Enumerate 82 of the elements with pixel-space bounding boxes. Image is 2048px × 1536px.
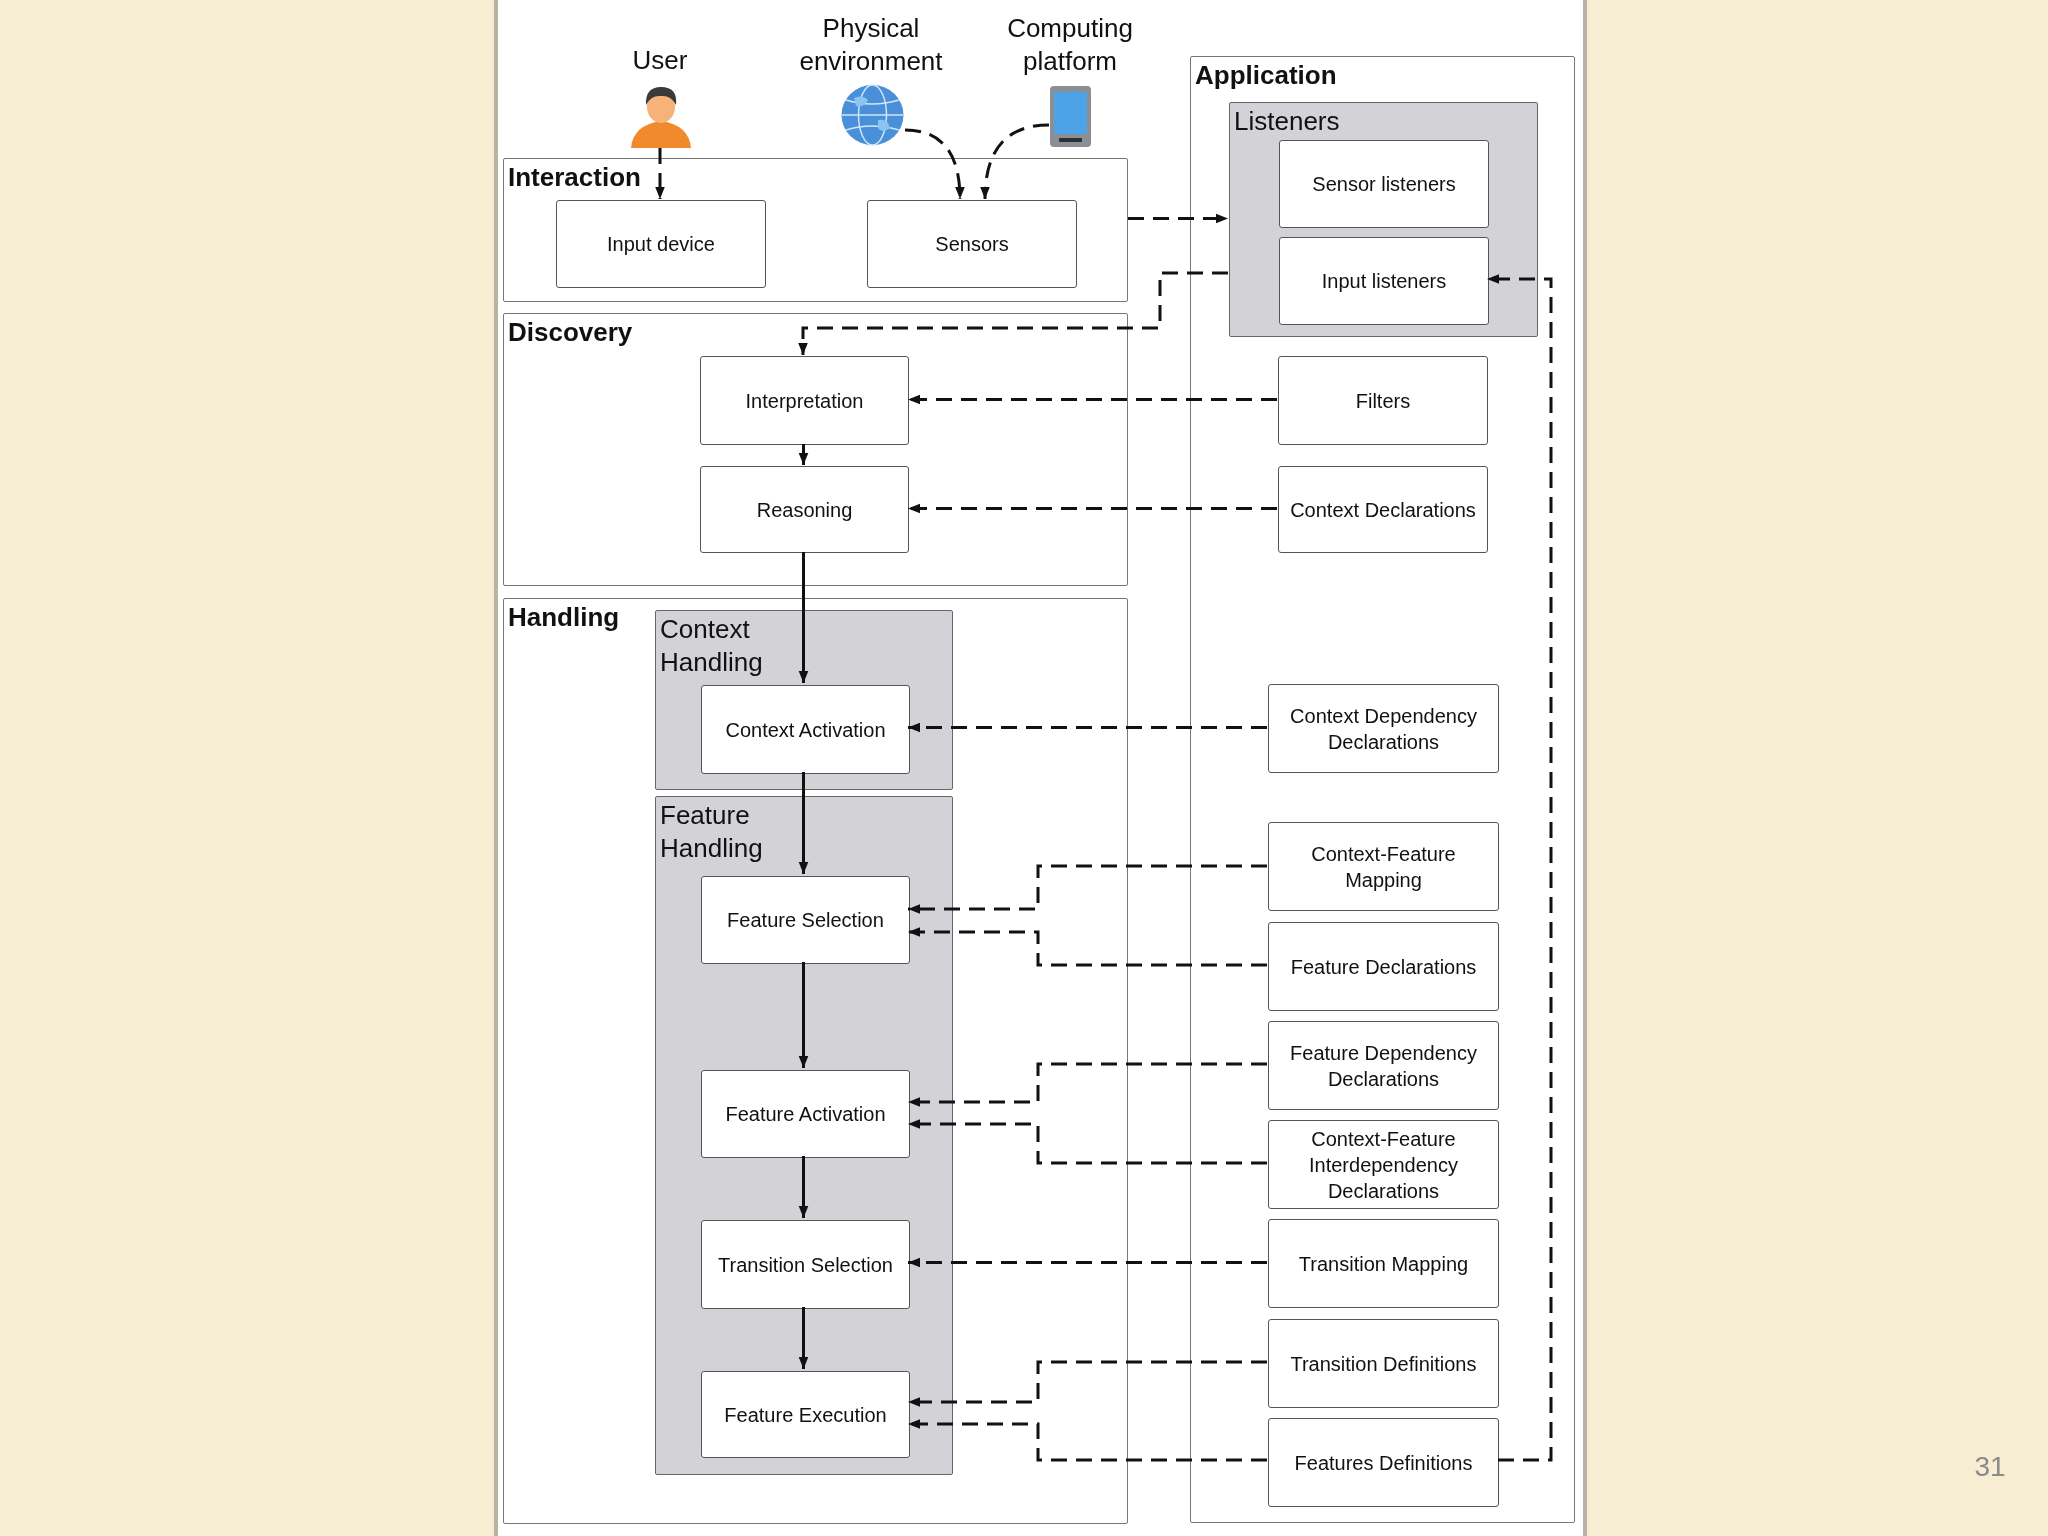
box-label: Transition Definitions [1290, 1351, 1477, 1377]
dashed-arrow [908, 1419, 1267, 1462]
group-heading: Feature Handling [660, 799, 764, 864]
box-label: Context Activation [725, 717, 886, 743]
box-label: Transition Selection [718, 1252, 893, 1278]
dashed-arrow [1128, 213, 1228, 224]
process-box [1268, 1219, 1499, 1308]
dashed-arrow [908, 1257, 1267, 1268]
arrow [798, 552, 809, 683]
box-label: Feature Declarations [1290, 954, 1477, 980]
group-panel [655, 610, 953, 790]
dashed-arrow [908, 722, 1267, 733]
group-heading: Discovery [508, 316, 633, 349]
group-panel [1229, 102, 1538, 337]
box-label: Feature Activation [725, 1102, 886, 1127]
dashed-arrow [908, 394, 1277, 405]
group-box [503, 158, 1128, 302]
page-number: 31 [1973, 1450, 2007, 1484]
process-box [701, 1070, 910, 1158]
process-box [701, 876, 910, 964]
icon-caption: Physical environment [798, 12, 944, 77]
process-box [867, 200, 1077, 288]
group-heading: Interaction [508, 161, 641, 194]
process-box [1279, 237, 1489, 325]
process-box [1268, 1319, 1499, 1408]
process-box [1268, 822, 1499, 911]
group-heading: Context Handling [660, 613, 764, 678]
dashed-arrow [904, 128, 965, 200]
box-label: Filters [1355, 388, 1411, 414]
process-box [1278, 466, 1488, 553]
process-box [1268, 1120, 1499, 1209]
box-label: Input listeners [1321, 269, 1447, 294]
group-panel [655, 796, 953, 1475]
dashed-arrow [908, 1062, 1267, 1107]
icon-caption: User [631, 44, 689, 77]
process-box [1268, 1418, 1499, 1507]
dashed-arrow [1487, 274, 1553, 1462]
box-label: Features Definitions [1294, 1450, 1473, 1476]
process-box [556, 200, 766, 288]
arrow [798, 444, 809, 465]
group-heading: Application [1195, 59, 1337, 92]
dashed-arrow [980, 123, 1050, 200]
box-label: Context-Feature Mapping [1310, 841, 1457, 893]
dashed-arrow [655, 148, 665, 199]
process-box [701, 1220, 910, 1309]
group-box [503, 598, 1128, 1524]
box-label: Context Declarations [1290, 497, 1476, 523]
dashed-arrow [908, 503, 1277, 514]
arrow [798, 772, 809, 874]
box-label: Feature Selection [727, 908, 884, 933]
box-label: Interpretation [745, 388, 864, 414]
box-label: Context-Feature Interdependency Declarations [1308, 1126, 1459, 1204]
box-label: Reasoning [756, 497, 853, 523]
dashed-arrow [908, 864, 1267, 914]
process-box [1279, 140, 1489, 228]
arrow [798, 962, 809, 1068]
process-box [700, 356, 909, 445]
arrow [798, 1156, 809, 1218]
process-box [700, 466, 909, 553]
group-heading: Handling [508, 601, 620, 634]
box-label: Feature Execution [724, 1402, 887, 1428]
box-label: Sensor listeners [1312, 172, 1456, 197]
process-box [1268, 922, 1499, 1011]
box-label: Sensors [935, 232, 1009, 257]
group-heading: Listeners [1234, 105, 1341, 138]
icon-caption: Computing platform [1006, 12, 1134, 77]
box-label: Context Dependency Declarations [1289, 703, 1478, 755]
dashed-arrow [798, 271, 1228, 355]
group-box [1190, 56, 1575, 1523]
box-label: Input device [607, 232, 715, 257]
dashed-arrow [908, 1360, 1267, 1407]
group-box [503, 313, 1128, 586]
dashed-arrow [908, 1119, 1267, 1165]
process-box [701, 1371, 910, 1458]
process-box [1278, 356, 1488, 445]
dashed-arrow [908, 927, 1267, 967]
process-box [1268, 684, 1499, 773]
arrow [798, 1307, 809, 1369]
box-label: Feature Dependency Declarations [1289, 1040, 1478, 1092]
process-box [1268, 1021, 1499, 1110]
box-label: Transition Mapping [1298, 1251, 1469, 1277]
process-box [701, 685, 910, 774]
